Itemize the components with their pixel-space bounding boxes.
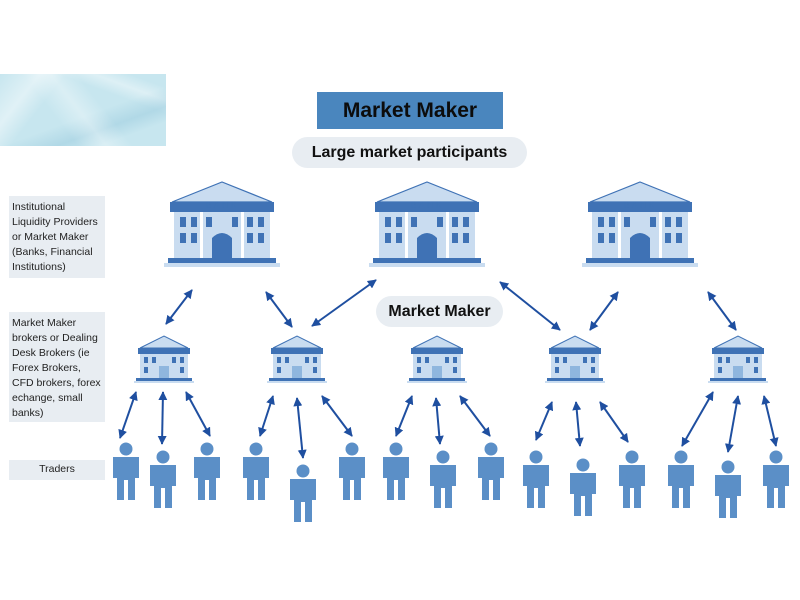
connection-arrow [459,395,491,437]
connection-arrow [394,395,414,437]
person-icon [619,450,645,508]
decorative-texture [0,74,166,146]
connection-arrow [432,397,444,445]
connection-arrow [118,391,138,439]
connection-arrow [258,395,275,437]
market-maker-label: Market Maker [376,296,503,327]
large-participants-label: Large market participants [292,137,527,168]
person-icon [570,458,596,516]
connection-arrow [681,391,714,447]
small-bank-icon-1 [133,335,195,384]
bank-icon-right: BANK [581,181,699,268]
connection-arrow [761,395,779,447]
person-icon [383,442,409,500]
tier-label-brokers: Market Maker brokers or Dealing Desk Bro… [9,312,105,422]
person-icon [113,442,139,500]
connection-arrow [293,397,307,459]
connection-arrow [499,281,561,331]
connection-arrow [265,291,293,328]
connection-arrow [534,401,554,441]
person-icon [523,450,549,508]
small-bank-icon-3 [406,335,468,384]
bank-icon-center: BANK [368,181,486,268]
connection-arrow [321,395,353,437]
small-bank-icon-4 [544,335,606,384]
person-icon [290,464,316,522]
person-icon [150,450,176,508]
svg-text:BANK: BANK [206,201,239,211]
small-bank-icon-2 [266,335,328,384]
connection-arrow [589,291,619,331]
person-icon [339,442,365,500]
connection-arrow [707,291,737,331]
svg-text:BANK: BANK [624,201,657,211]
person-icon [430,450,456,508]
connection-arrow [311,279,377,327]
connection-arrow [185,391,211,437]
person-icon [763,450,789,508]
bank-icon-left: BANK [163,181,281,268]
page-title: Market Maker [317,92,503,129]
connection-arrow [165,289,193,325]
connection-arrow [572,401,584,447]
tier-label-institutional: Institutional Liquidity Providers or Mar… [9,196,105,278]
person-icon [478,442,504,500]
person-icon [243,442,269,500]
connection-arrow [157,391,168,445]
person-icon [715,460,741,518]
svg-text:BANK: BANK [411,201,444,211]
connection-arrow [599,401,629,443]
person-icon [194,442,220,500]
small-bank-icon-5 [707,335,769,384]
connection-arrow [724,395,742,453]
person-icon [668,450,694,508]
tier-label-traders: Traders [9,460,105,480]
